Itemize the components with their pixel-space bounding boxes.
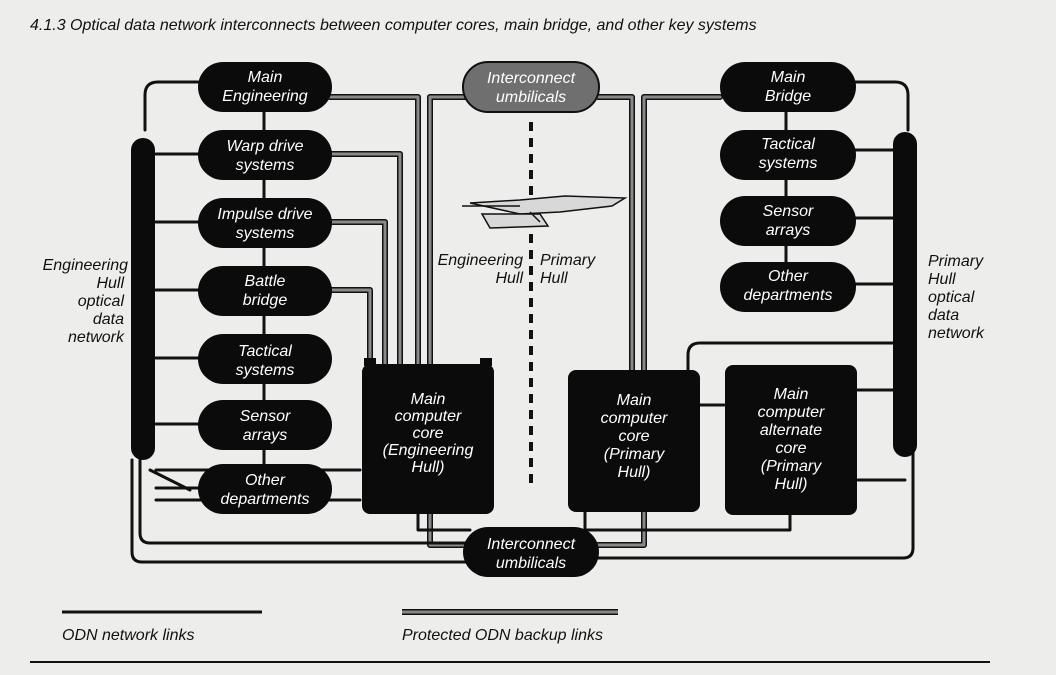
- engineering-node-tactical: Tactical systems: [198, 334, 332, 384]
- core-primary-hull: Main computer core (Primary Hull): [568, 370, 700, 512]
- svg-text:optical: optical: [78, 293, 125, 310]
- svg-text:data: data: [928, 307, 959, 324]
- svg-text:departments: departments: [221, 491, 310, 508]
- svg-text:Other: Other: [245, 472, 286, 489]
- umbilical-top: Interconnect umbilicals: [462, 61, 600, 113]
- svg-text:systems: systems: [759, 155, 818, 172]
- svg-text:computer: computer: [395, 408, 462, 425]
- svg-text:Interconnect: Interconnect: [487, 536, 576, 553]
- svg-text:Other: Other: [768, 268, 809, 285]
- engineering-node-warp-drive: Warp drive systems: [198, 130, 332, 180]
- primary-node-other-departments: Other departments: [720, 262, 856, 312]
- svg-text:Engineering: Engineering: [222, 88, 308, 105]
- svg-text:alternate: alternate: [760, 422, 822, 439]
- engineering-hull-network-label: Engineering Hull optical data network: [43, 257, 129, 346]
- svg-text:core: core: [775, 440, 806, 457]
- svg-text:arrays: arrays: [243, 427, 287, 444]
- svg-text:Protected ODN backup links: Protected ODN backup links: [402, 627, 603, 644]
- svg-text:core: core: [618, 428, 649, 445]
- hull-labels: Engineering Hull Primary Hull: [438, 252, 597, 287]
- svg-text:Bridge: Bridge: [765, 88, 811, 105]
- svg-text:Engineering: Engineering: [438, 252, 524, 269]
- engineering-node-other-departments: Other departments: [198, 464, 332, 514]
- primary-node-sensor-arrays: Sensor arrays: [720, 196, 856, 246]
- engineering-hull-odn-bus: [131, 138, 155, 460]
- svg-text:Main: Main: [774, 386, 809, 403]
- svg-text:Hull): Hull): [775, 476, 808, 493]
- svg-text:Primary: Primary: [540, 252, 596, 269]
- svg-text:Engineering: Engineering: [43, 257, 129, 274]
- backup-links: [327, 94, 723, 548]
- svg-text:ODN network links: ODN network links: [62, 627, 194, 644]
- svg-text:computer: computer: [758, 404, 825, 421]
- svg-text:data: data: [93, 311, 124, 328]
- svg-text:Main: Main: [248, 69, 283, 86]
- core-engineering-hull: Main computer core (Engineering Hull): [362, 358, 494, 514]
- svg-text:network: network: [68, 329, 125, 346]
- legend: ODN network links Protected ODN backup l…: [62, 609, 618, 644]
- svg-text:systems: systems: [236, 225, 295, 242]
- svg-text:systems: systems: [236, 157, 295, 174]
- svg-text:computer: computer: [601, 410, 668, 427]
- svg-text:Battle: Battle: [245, 273, 286, 290]
- svg-text:Main: Main: [411, 391, 446, 408]
- svg-text:optical: optical: [928, 289, 975, 306]
- svg-text:Hull): Hull): [618, 464, 651, 481]
- primary-hull-network-label: Primary Hull optical data network: [928, 253, 985, 342]
- svg-text:Interconnect: Interconnect: [487, 70, 576, 87]
- svg-text:Impulse drive: Impulse drive: [217, 206, 312, 223]
- svg-text:Main: Main: [771, 69, 806, 86]
- svg-text:Tactical: Tactical: [761, 136, 815, 153]
- svg-text:Tactical: Tactical: [238, 343, 292, 360]
- umbilical-bottom: Interconnect umbilicals: [463, 527, 599, 577]
- svg-text:(Engineering: (Engineering: [383, 442, 474, 459]
- engineering-node-main-engineering: Main Engineering: [198, 62, 332, 112]
- figure-caption: 4.1.3 Optical data network interconnects…: [30, 17, 757, 34]
- engineering-node-impulse-drive: Impulse drive systems: [198, 198, 332, 248]
- svg-text:Hull: Hull: [495, 270, 523, 287]
- svg-text:systems: systems: [236, 362, 295, 379]
- svg-text:(Primary: (Primary: [604, 446, 665, 463]
- engineering-node-sensor-arrays: Sensor arrays: [198, 400, 332, 450]
- svg-text:Hull): Hull): [412, 459, 445, 476]
- svg-text:Hull: Hull: [540, 270, 568, 287]
- svg-text:Sensor: Sensor: [763, 203, 814, 220]
- starship-icon: [462, 195, 628, 229]
- svg-text:umbilicals: umbilicals: [496, 555, 566, 572]
- svg-text:Main: Main: [617, 392, 652, 409]
- svg-text:departments: departments: [744, 287, 833, 304]
- svg-text:umbilicals: umbilicals: [496, 89, 566, 106]
- svg-text:arrays: arrays: [766, 222, 810, 239]
- svg-text:Primary: Primary: [928, 253, 984, 270]
- primary-hull-odn-bus: [893, 132, 917, 457]
- svg-text:network: network: [928, 325, 985, 342]
- svg-text:Hull: Hull: [928, 271, 956, 288]
- svg-text:(Primary: (Primary: [761, 458, 822, 475]
- engineering-node-battle-bridge: Battle bridge: [198, 266, 332, 316]
- core-alternate-primary-hull: Main computer alternate core (Primary Hu…: [725, 365, 857, 515]
- svg-text:core: core: [412, 425, 443, 442]
- primary-node-tactical: Tactical systems: [720, 130, 856, 180]
- svg-text:Hull: Hull: [96, 275, 124, 292]
- svg-text:bridge: bridge: [243, 292, 288, 309]
- svg-text:Sensor: Sensor: [240, 408, 291, 425]
- svg-text:Warp drive: Warp drive: [226, 138, 303, 155]
- primary-node-main-bridge: Main Bridge: [720, 62, 856, 112]
